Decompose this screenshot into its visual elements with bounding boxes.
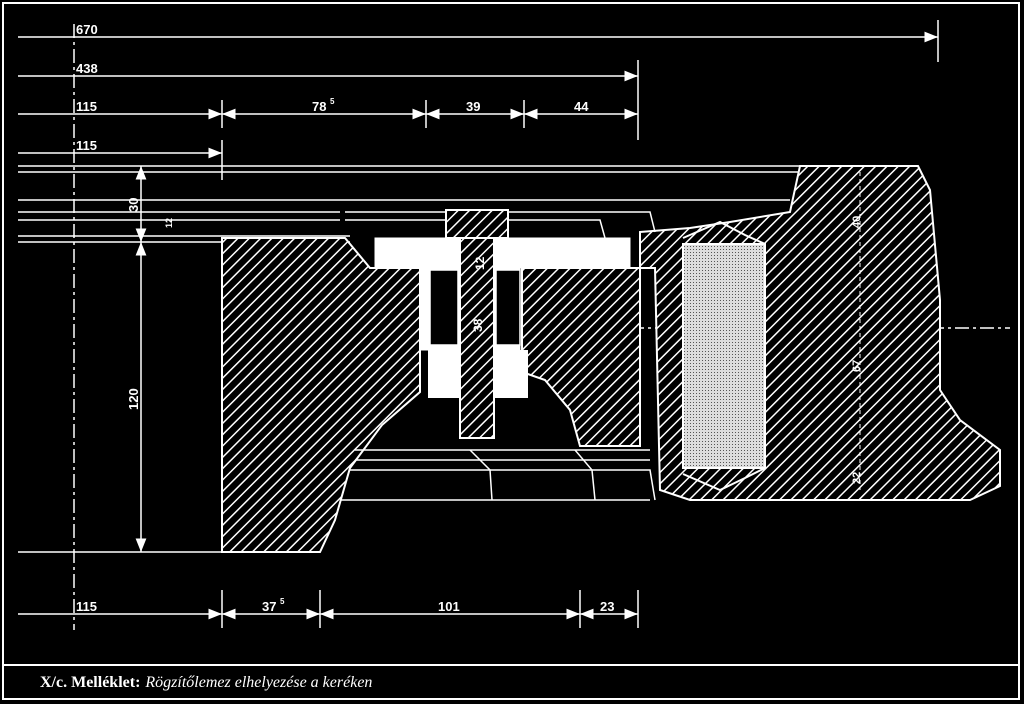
bolt-head [445, 209, 509, 239]
dim-670-label: 670 [76, 22, 98, 37]
dim-38-label: 38 [471, 318, 485, 332]
caption-label: X/c. Melléklet: [40, 674, 141, 691]
wheel-rim [521, 267, 641, 447]
dim-115-label: 115 [76, 99, 97, 114]
bolt-bore-right [495, 269, 521, 346]
caption-text: Rögzítőlemez elhelyezése a keréken [145, 674, 373, 691]
dimension-30: 30 12 [126, 166, 174, 242]
dim-120-label: 120 [126, 388, 141, 410]
dimension-row-bottom: 115 37 5 101 23 [18, 590, 639, 628]
dim-78-sup: 5 [330, 97, 335, 106]
dim-40-label: 40 [851, 216, 863, 228]
dim-115c-label: 115 [76, 599, 97, 614]
bolt-bore-left [429, 269, 459, 346]
dimension-438: 438 [18, 60, 639, 140]
dim-67-label: 67 [851, 360, 863, 372]
wheel-body [221, 237, 421, 553]
dim-20-label: 20 [499, 366, 513, 380]
dim-37-label: 37 [262, 599, 276, 614]
bearing-ring-bottom [682, 467, 766, 492]
dimension-115-second: 115 [18, 138, 223, 180]
bearing-ring-top [682, 220, 766, 245]
right-dimensions: 40 67 22 [851, 172, 863, 490]
dim-115b-label: 115 [76, 138, 97, 153]
bearing-block [682, 243, 766, 469]
dim-17-label: 12 [473, 256, 487, 270]
dimension-120: 120 [126, 242, 147, 552]
dim-44-label: 44 [574, 99, 589, 114]
dim-23-label: 23 [600, 599, 614, 614]
dim-39-label: 39 [466, 99, 480, 114]
dim-101-label: 101 [438, 599, 460, 614]
dim-78-label: 78 [312, 99, 326, 114]
dim-438-label: 438 [76, 61, 98, 76]
dim-30-label: 30 [126, 198, 141, 212]
dimension-670: 670 [18, 20, 939, 62]
dim-22-label: 22 [851, 472, 863, 484]
bolt-shank [459, 237, 495, 439]
dim-12-label: 12 [164, 218, 174, 228]
dimension-row-115-78-39-44: 115 78 5 39 44 [18, 97, 638, 128]
figure-caption: X/c. Melléklet: Rögzítőlemez elhelyezése… [4, 664, 1020, 700]
dim-37-sup: 5 [280, 597, 285, 606]
